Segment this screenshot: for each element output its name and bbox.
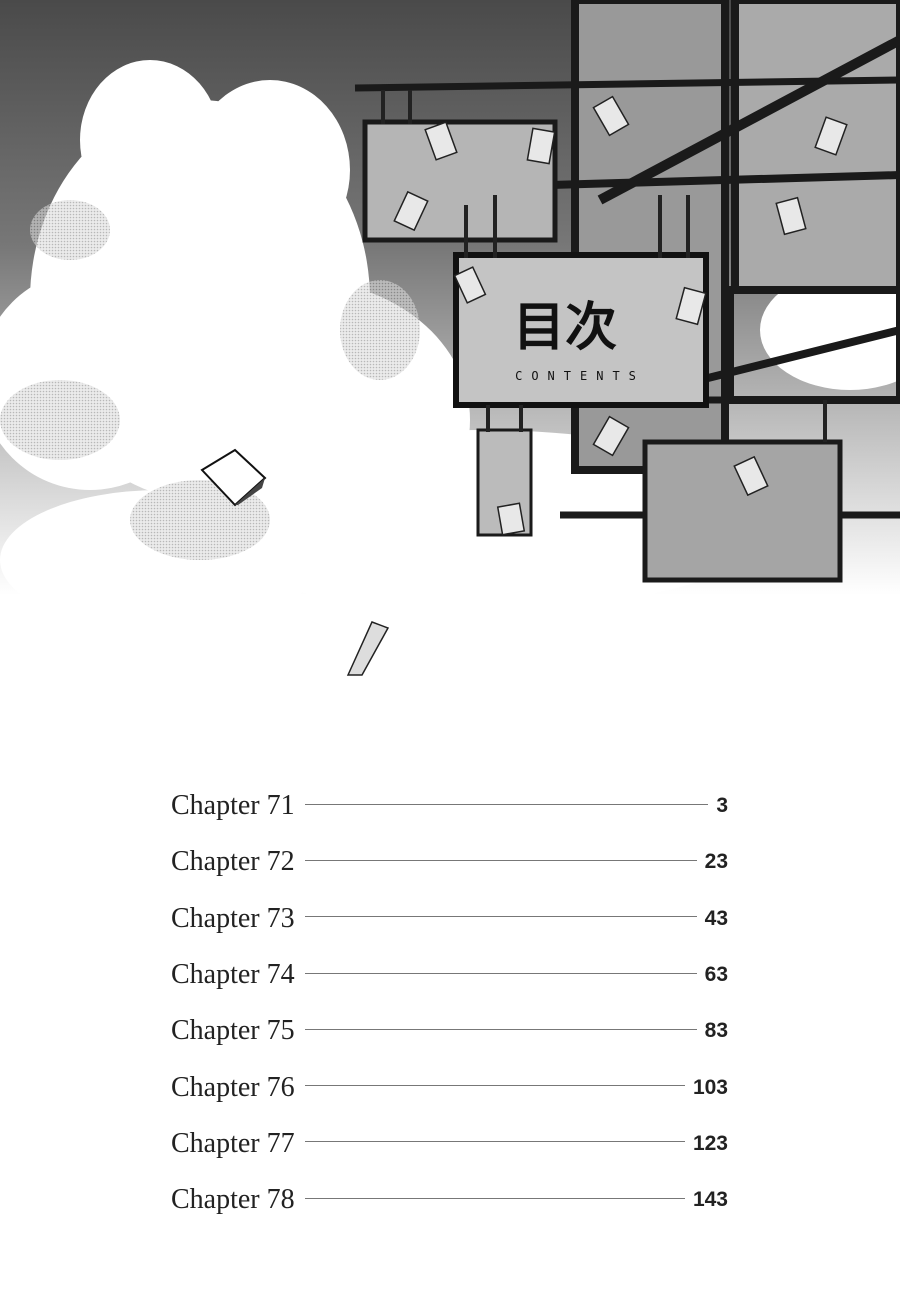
page-number: 83 bbox=[704, 1019, 728, 1043]
cloud-shading bbox=[0, 200, 420, 560]
page-number: 63 bbox=[704, 963, 728, 987]
leader-line bbox=[304, 803, 709, 805]
chapter-title: Chapter 75 bbox=[171, 1015, 295, 1047]
chapter-title: Chapter 72 bbox=[171, 846, 295, 878]
chapter-title: Chapter 74 bbox=[171, 959, 295, 991]
page-number: 123 bbox=[692, 1131, 728, 1155]
page-number: 43 bbox=[704, 906, 728, 930]
falling-talisman bbox=[346, 621, 390, 676]
toc-entry[interactable]: Chapter 76 103 bbox=[171, 1059, 728, 1115]
page-number: 103 bbox=[692, 1075, 728, 1099]
chapter-title: Chapter 76 bbox=[171, 1071, 295, 1103]
leader-line bbox=[304, 859, 697, 861]
toc-entry[interactable]: Chapter 73 43 bbox=[171, 891, 728, 947]
toc-entry[interactable]: Chapter 77 123 bbox=[171, 1116, 728, 1172]
talismans bbox=[393, 95, 848, 536]
leader-line bbox=[304, 1085, 685, 1087]
toc-entry[interactable]: Chapter 75 83 bbox=[171, 1003, 728, 1059]
table-of-contents: Chapter 71 3 Chapter 72 23 Chapter 73 43 Ch… bbox=[171, 778, 728, 1228]
toc-entry[interactable]: Chapter 71 3 bbox=[171, 778, 728, 834]
toc-entry[interactable]: Chapter 78 143 bbox=[171, 1172, 728, 1228]
leader-line bbox=[304, 1197, 685, 1199]
sign-title: 目次 bbox=[513, 297, 617, 358]
contents-sign: 目次 CONTENTS bbox=[453, 252, 709, 408]
toc-entry[interactable]: Chapter 72 23 bbox=[171, 834, 728, 890]
chapter-title: Chapter 78 bbox=[171, 1184, 295, 1216]
page-number: 143 bbox=[692, 1188, 728, 1212]
page-number: 23 bbox=[704, 850, 728, 874]
leader-line bbox=[304, 916, 697, 918]
page-number: 3 bbox=[716, 794, 728, 818]
chapter-title: Chapter 71 bbox=[171, 790, 295, 822]
leader-line bbox=[304, 972, 697, 974]
toc-entry[interactable]: Chapter 74 63 bbox=[171, 947, 728, 1003]
chains bbox=[381, 90, 827, 442]
chapter-title: Chapter 77 bbox=[171, 1127, 295, 1159]
sign-subtitle: CONTENTS bbox=[515, 369, 645, 383]
cover-illustration: 目次 CONTENTS bbox=[0, 0, 900, 700]
leader-line bbox=[304, 1141, 685, 1143]
floating-cube bbox=[200, 448, 267, 507]
leader-line bbox=[304, 1028, 697, 1030]
chapter-title: Chapter 73 bbox=[171, 902, 295, 934]
